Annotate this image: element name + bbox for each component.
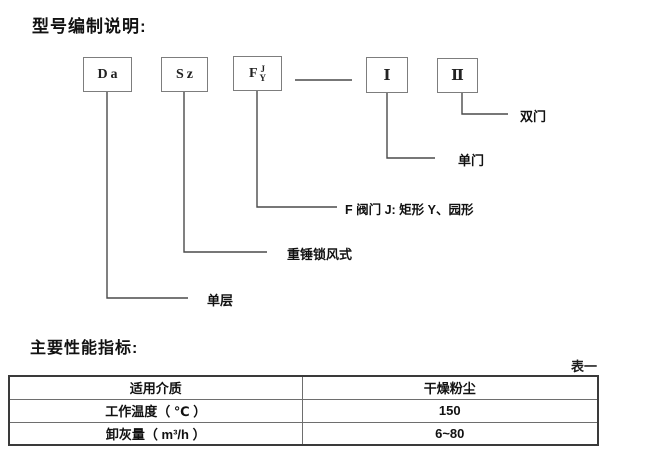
- spec-value-cell: 6~80: [301, 421, 599, 446]
- branch-label-hammer-airlock: 重锤锁风式: [287, 247, 353, 262]
- table-caption: 表一: [570, 359, 597, 374]
- branch-line-f-valve: [256, 91, 337, 208]
- branch-line-sz-zhongchui: [183, 92, 267, 253]
- spec-value-cell: 150: [301, 398, 599, 423]
- table-row: 工作温度（ ℃ ） 150: [8, 398, 599, 423]
- model-code-box-i-label: Ⅰ: [383, 67, 391, 84]
- branch-label-single-door: 单门: [458, 153, 485, 168]
- spec-param-cell: 适用介质: [8, 375, 303, 400]
- branch-line-da-danceng: [106, 92, 188, 299]
- branch-label-double-door: 双门: [520, 109, 547, 124]
- branch-label-single-layer: 单层: [207, 293, 234, 308]
- model-code-box-f-sub: Y: [259, 72, 267, 83]
- model-code-box-f-sup: J: [260, 63, 266, 74]
- table-row: 卸灰量（ m³/h ） 6~80: [8, 421, 599, 446]
- model-code-diagram-lines: [106, 79, 508, 299]
- performance-spec-table: 适用介质 干燥粉尘 工作温度（ ℃ ） 150 卸灰量（ m³/h ） 6~80: [8, 375, 599, 446]
- spec-param-cell: 卸灰量（ m³/h ）: [8, 421, 303, 446]
- model-code-box-sz: Sz: [161, 57, 208, 92]
- spec-value-cell: 干燥粉尘: [301, 375, 599, 400]
- spec-param-cell: 工作温度（ ℃ ）: [8, 398, 303, 423]
- branch-line-i-danmen: [386, 93, 435, 159]
- model-code-box-f-stack: J Y: [259, 63, 267, 83]
- branch-line-ii-shuangmen: [461, 93, 508, 115]
- model-code-box-i: Ⅰ: [366, 57, 408, 93]
- branch-label-valve-type: F 阀门 J: 矩形 Y、园形: [345, 203, 474, 217]
- model-code-box-sz-label: Sz: [176, 66, 196, 82]
- model-code-box-ii: Ⅱ: [437, 58, 478, 93]
- page-title: 型号编制说明:: [32, 17, 147, 36]
- model-code-box-da-label: Da: [97, 66, 121, 82]
- table-row: 适用介质 干燥粉尘: [8, 375, 599, 400]
- performance-section-title: 主要性能指标:: [30, 340, 139, 357]
- model-code-box-f-label: F: [248, 65, 258, 81]
- model-code-box-da: Da: [83, 57, 132, 92]
- model-code-box-f: F J Y: [233, 56, 282, 91]
- model-code-box-ii-label: Ⅱ: [451, 68, 464, 84]
